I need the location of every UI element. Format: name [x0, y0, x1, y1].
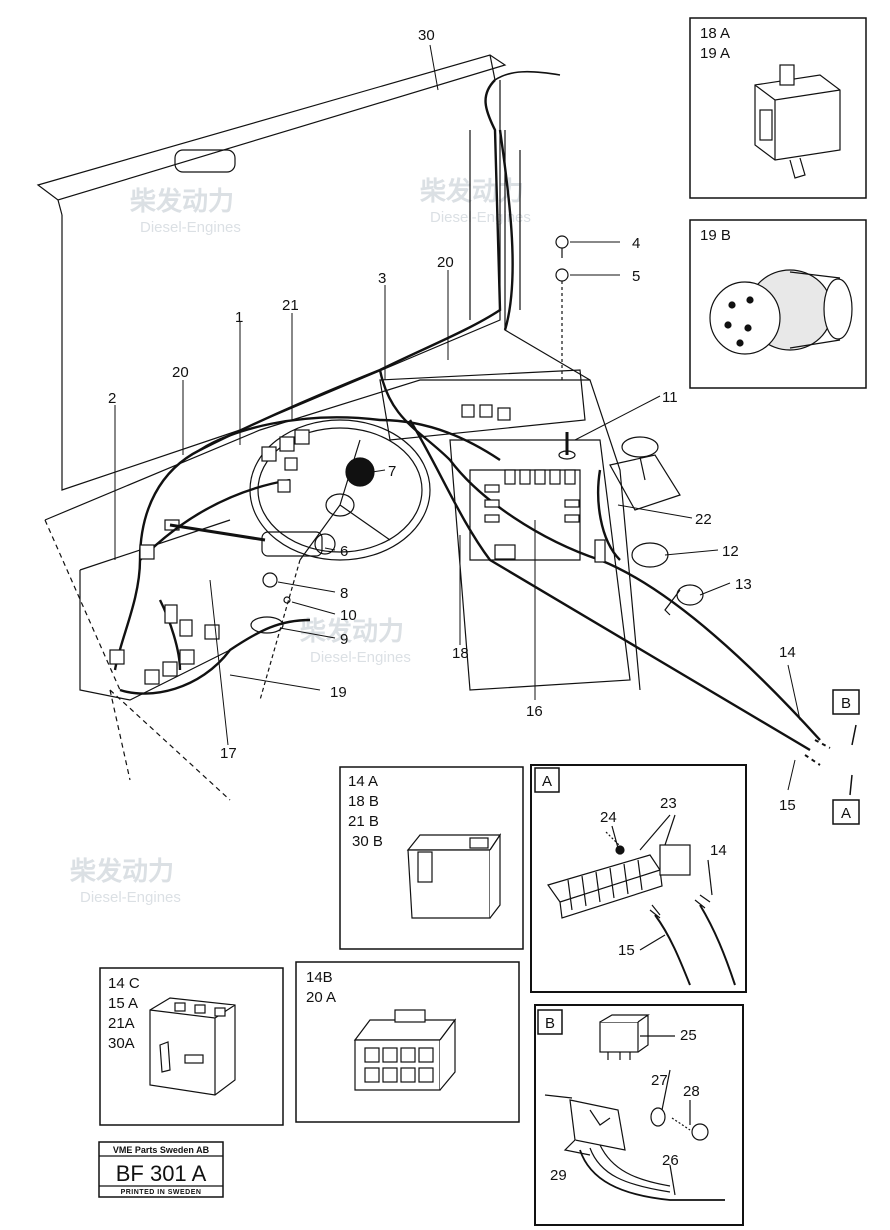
watermark-en: Diesel-Engines	[140, 219, 241, 236]
callout-10: 10	[340, 607, 357, 624]
callout-11: 11	[662, 389, 678, 406]
inset-14a-line3: 21 B	[348, 813, 379, 830]
callout-23: 23	[660, 795, 677, 812]
callout-27: 27	[651, 1072, 668, 1089]
detail-a-letter: A	[542, 773, 552, 790]
inset-14c-line3: 21A	[108, 1015, 135, 1032]
callout-24: 24	[600, 809, 617, 826]
callout-1: 1	[235, 309, 243, 326]
watermark-cn: 柴发动力	[299, 616, 404, 646]
watermark-cn: 柴发动力	[129, 186, 234, 216]
callout-28: 28	[683, 1083, 700, 1100]
inset-14b: 14B 20 A	[295, 961, 520, 1123]
callout-19: 19	[330, 684, 347, 701]
watermark-cn: 柴发动力	[69, 856, 174, 886]
plate-company: VME Parts Sweden AB	[113, 1145, 210, 1155]
watermark-en: Diesel-Engines	[430, 209, 531, 226]
inset-18a-19a: 18 A 19 A	[689, 17, 867, 199]
relay-block-icon	[754, 64, 841, 179]
callout-29: 29	[550, 1167, 567, 1184]
leader-lines	[114, 44, 801, 791]
eight-pin-connector-icon	[353, 1009, 457, 1091]
callout-14-detail: 14	[710, 842, 727, 859]
callout-16: 16	[526, 703, 543, 720]
inset-14a-line4: 30 B	[352, 833, 383, 850]
callout-26: 26	[662, 1152, 679, 1169]
round-connector-icon	[709, 269, 853, 355]
watermark-en: Diesel-Engines	[310, 649, 411, 666]
harness-connectors	[109, 404, 606, 685]
break-label-b-text: B	[841, 695, 851, 712]
callout-2: 2	[108, 390, 116, 407]
callout-5: 5	[632, 268, 640, 285]
plate-code: BF 301 A	[116, 1161, 207, 1186]
square-connector-icon	[406, 833, 502, 919]
callout-22: 22	[695, 511, 712, 528]
inset-14c-line2: 15 A	[108, 995, 138, 1012]
callout-30: 30	[418, 27, 435, 44]
relay-socket-icon	[544, 1014, 725, 1201]
callout-13: 13	[735, 576, 752, 593]
multi-pin-connector-icon	[149, 997, 236, 1096]
inset-14b-line2: 20 A	[306, 989, 336, 1006]
callout-17: 17	[220, 745, 237, 762]
callout-25: 25	[680, 1027, 697, 1044]
plate-printed: PRINTED IN SWEDEN	[121, 1189, 202, 1196]
inset-14a-line1: 14 A	[348, 773, 378, 790]
watermark-en: Diesel-Engines	[80, 889, 181, 906]
callout-4: 4	[632, 235, 640, 252]
callout-8: 8	[340, 585, 348, 602]
callout-18: 18	[452, 645, 469, 662]
inset-19b: 19 B	[689, 219, 867, 389]
identification-plate: VME Parts Sweden AB BF 301 A PRINTED IN …	[98, 1141, 224, 1198]
callout-6: 6	[340, 543, 348, 560]
detail-a: A 24 23 14 15	[530, 764, 747, 993]
callout-7: 7	[388, 463, 396, 480]
inset-19b-line1: 19 B	[700, 227, 731, 244]
break-label-a: A	[832, 799, 860, 825]
callout-21: 21	[282, 297, 299, 314]
callout-3: 3	[378, 270, 386, 287]
callout-9: 9	[340, 631, 348, 648]
detail-b: B 25 27 28 29 26	[534, 1004, 744, 1226]
break-label-b: B	[832, 689, 860, 715]
callout-20-top: 20	[437, 254, 454, 271]
callout-15-detail: 15	[618, 942, 635, 959]
break-label-a-text: A	[841, 805, 851, 822]
wiring-harness	[113, 70, 821, 752]
inset-14c: 14 C 15 A 21A 30A	[99, 967, 284, 1126]
cab-drawing	[36, 54, 704, 801]
callout-14: 14	[779, 644, 796, 661]
inset-14c-line4: 30A	[108, 1035, 135, 1052]
inset-14a-line2: 18 B	[348, 793, 379, 810]
detail-b-letter: B	[545, 1015, 555, 1032]
callout-numbers: 30 3 20 21 1 20 2 4 5 11 7 6 8 10 9 22 1…	[108, 27, 796, 814]
cable-break	[804, 724, 857, 796]
callout-12: 12	[722, 543, 739, 560]
inset-18a-line2: 19 A	[700, 45, 730, 62]
callout-20-left: 20	[172, 364, 189, 381]
inset-14a: 14 A 18 B 21 B 30 B	[339, 766, 524, 950]
inset-14b-line1: 14B	[306, 969, 333, 986]
terminal-strip-icon	[547, 814, 736, 986]
callout-15: 15	[779, 797, 796, 814]
inset-14c-line1: 14 C	[108, 975, 140, 992]
inset-18a-line1: 18 A	[700, 25, 730, 42]
